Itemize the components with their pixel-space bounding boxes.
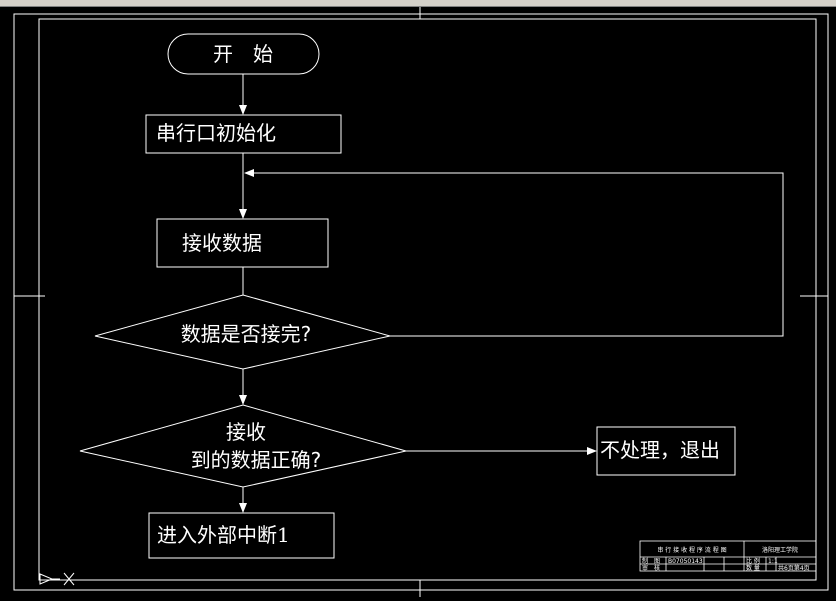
- decision1-label: 数据是否接完?: [181, 322, 312, 346]
- decision2-label-line2: 到的数据正确?: [191, 448, 322, 472]
- decision2-label-line1: 接收: [226, 420, 266, 444]
- title-block-drawn-by: 制 图: [642, 557, 660, 565]
- title-block: [639, 540, 817, 572]
- arrow-loopback: [244, 169, 784, 337]
- start-label: 开 始: [213, 42, 273, 66]
- title-block-scale-label: 比 例: [746, 557, 760, 565]
- error-box: [596, 426, 736, 476]
- title-block-scale-value: 1:1: [768, 558, 778, 565]
- error-label: 不处理，退出: [600, 438, 720, 462]
- title-block-school: 洛阳理工学院: [762, 546, 798, 554]
- title-block-quantity-label: 数 量: [746, 564, 760, 572]
- decision2-diamond: [79, 404, 407, 488]
- inner-border: [38, 18, 817, 581]
- receive-label: 接收数据: [182, 231, 262, 255]
- interrupt-box: [148, 512, 335, 559]
- title-block-student-id: B07050143: [668, 558, 703, 565]
- ucs-icon: [39, 572, 75, 586]
- title-block-drawing-title: 串 行 接 收 程 序 流 程 图: [657, 546, 726, 554]
- init-label: 串行口初始化: [156, 121, 276, 145]
- outer-border: [13, 13, 829, 591]
- title-block-reviewed-by: 审 核: [642, 564, 660, 572]
- title-block-sheet-count: 共6页第4页: [778, 564, 810, 572]
- interrupt-label: 进入外部中断1: [157, 523, 290, 547]
- toolbar-strip: [0, 0, 836, 7]
